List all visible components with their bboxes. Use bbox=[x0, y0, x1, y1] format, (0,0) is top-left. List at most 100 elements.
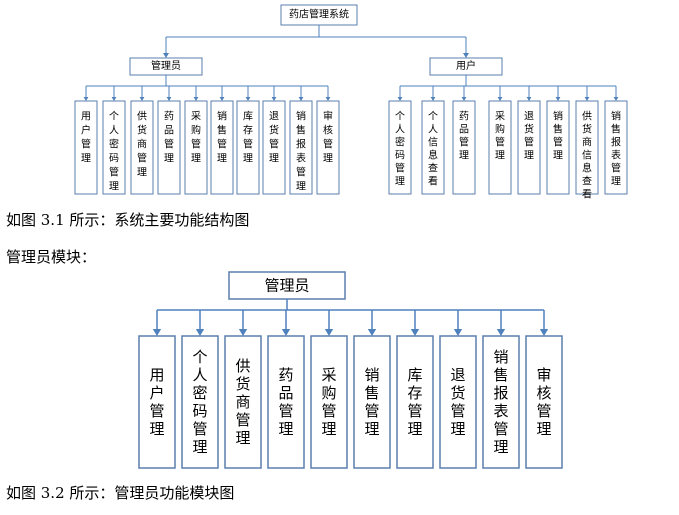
char: 码 bbox=[395, 150, 405, 162]
char: 管 bbox=[364, 402, 379, 420]
char: 人 bbox=[428, 124, 438, 136]
to-user-arrow-head bbox=[463, 53, 469, 58]
char: 管 bbox=[459, 136, 469, 149]
char: 理 bbox=[81, 153, 91, 165]
char: 存 bbox=[243, 124, 253, 137]
admin-child-arrow-head bbox=[219, 97, 225, 101]
char: 品 bbox=[459, 124, 469, 136]
char: 报 bbox=[296, 138, 306, 151]
char: 管 bbox=[217, 138, 227, 151]
admin-child-arrow-head bbox=[245, 97, 251, 101]
admin-child-arrow-head bbox=[298, 97, 304, 101]
root-label: 药店管理系统 bbox=[289, 8, 349, 21]
char: 个 bbox=[428, 111, 438, 123]
user-child-box bbox=[452, 100, 476, 195]
user-child-arrow-head bbox=[497, 97, 503, 101]
user-child-box bbox=[388, 100, 412, 195]
char: 货 bbox=[450, 384, 465, 402]
fig2-child-box bbox=[267, 335, 305, 469]
char: 理 bbox=[296, 181, 306, 193]
char: 信 bbox=[582, 150, 592, 162]
char: 药 bbox=[278, 366, 293, 384]
user-child-arrow-head bbox=[397, 97, 403, 101]
char: 管 bbox=[407, 402, 422, 420]
fig2-root-box bbox=[228, 271, 346, 300]
char: 理 bbox=[536, 420, 551, 438]
char: 管 bbox=[235, 411, 250, 429]
char: 管 bbox=[191, 138, 201, 151]
char: 管 bbox=[323, 138, 333, 151]
char: 采 bbox=[191, 111, 201, 123]
char: 表 bbox=[611, 149, 621, 162]
char: 理 bbox=[364, 420, 379, 438]
char: 销 bbox=[364, 366, 379, 384]
user-child-arrow-head bbox=[555, 97, 561, 101]
admin-child-box bbox=[316, 100, 340, 195]
char: 管 bbox=[81, 138, 91, 151]
admin-child-box bbox=[102, 100, 126, 195]
char: 商 bbox=[137, 138, 147, 151]
admin-child-box bbox=[74, 100, 98, 195]
char: 供 bbox=[582, 110, 592, 123]
fig2-child-arrow-head bbox=[152, 329, 162, 336]
admin-child-arrow-head bbox=[139, 97, 145, 101]
char: 库 bbox=[243, 110, 253, 123]
char: 理 bbox=[217, 153, 227, 165]
char: 购 bbox=[321, 384, 336, 402]
user-child-box bbox=[604, 100, 628, 195]
char: 管 bbox=[553, 136, 563, 149]
char: 库 bbox=[407, 366, 422, 384]
char: 表 bbox=[493, 402, 508, 420]
admin-child-arrow-head bbox=[83, 97, 89, 101]
user-child-box bbox=[575, 100, 599, 195]
char: 商 bbox=[582, 136, 592, 149]
user-child-box bbox=[517, 100, 541, 195]
char: 理 bbox=[495, 150, 505, 162]
char: 管 bbox=[611, 162, 621, 175]
char: 用 bbox=[149, 366, 164, 384]
fig2-child-box bbox=[138, 335, 176, 469]
user-child-box bbox=[546, 100, 570, 195]
char: 销 bbox=[493, 348, 508, 366]
char: 个 bbox=[109, 111, 119, 123]
char: 理 bbox=[450, 420, 465, 438]
user-child-arrow-head bbox=[526, 97, 532, 101]
admin-child-box bbox=[236, 100, 260, 195]
char: 药 bbox=[459, 111, 469, 123]
fig2-child-arrow-head bbox=[195, 329, 205, 336]
figure-3-2-caption: 如图 3.2 所示：管理员功能模块图 bbox=[6, 484, 235, 502]
char: 管 bbox=[192, 420, 207, 438]
char: 售 bbox=[493, 366, 508, 384]
user-child-arrow-head bbox=[613, 97, 619, 101]
char: 报 bbox=[493, 384, 508, 402]
char: 息 bbox=[428, 149, 438, 162]
char: 理 bbox=[611, 176, 621, 188]
char: 报 bbox=[611, 136, 621, 149]
fig2-child-box bbox=[224, 335, 262, 469]
char: 密 bbox=[395, 136, 405, 149]
fig2-child-arrow-head bbox=[324, 329, 334, 336]
char: 查 bbox=[582, 175, 592, 188]
char: 理 bbox=[235, 429, 250, 447]
char: 管 bbox=[109, 166, 119, 179]
char: 采 bbox=[495, 111, 505, 123]
user-child-arrow-head bbox=[584, 97, 590, 101]
char: 管 bbox=[243, 138, 253, 151]
char: 售 bbox=[364, 384, 379, 402]
char: 管 bbox=[321, 402, 336, 420]
char: 密 bbox=[192, 384, 207, 402]
fig2-root-label: 管理员 bbox=[264, 277, 309, 295]
char: 人 bbox=[395, 124, 405, 136]
char: 理 bbox=[395, 176, 405, 188]
fig2-child-arrow-head bbox=[496, 329, 506, 336]
